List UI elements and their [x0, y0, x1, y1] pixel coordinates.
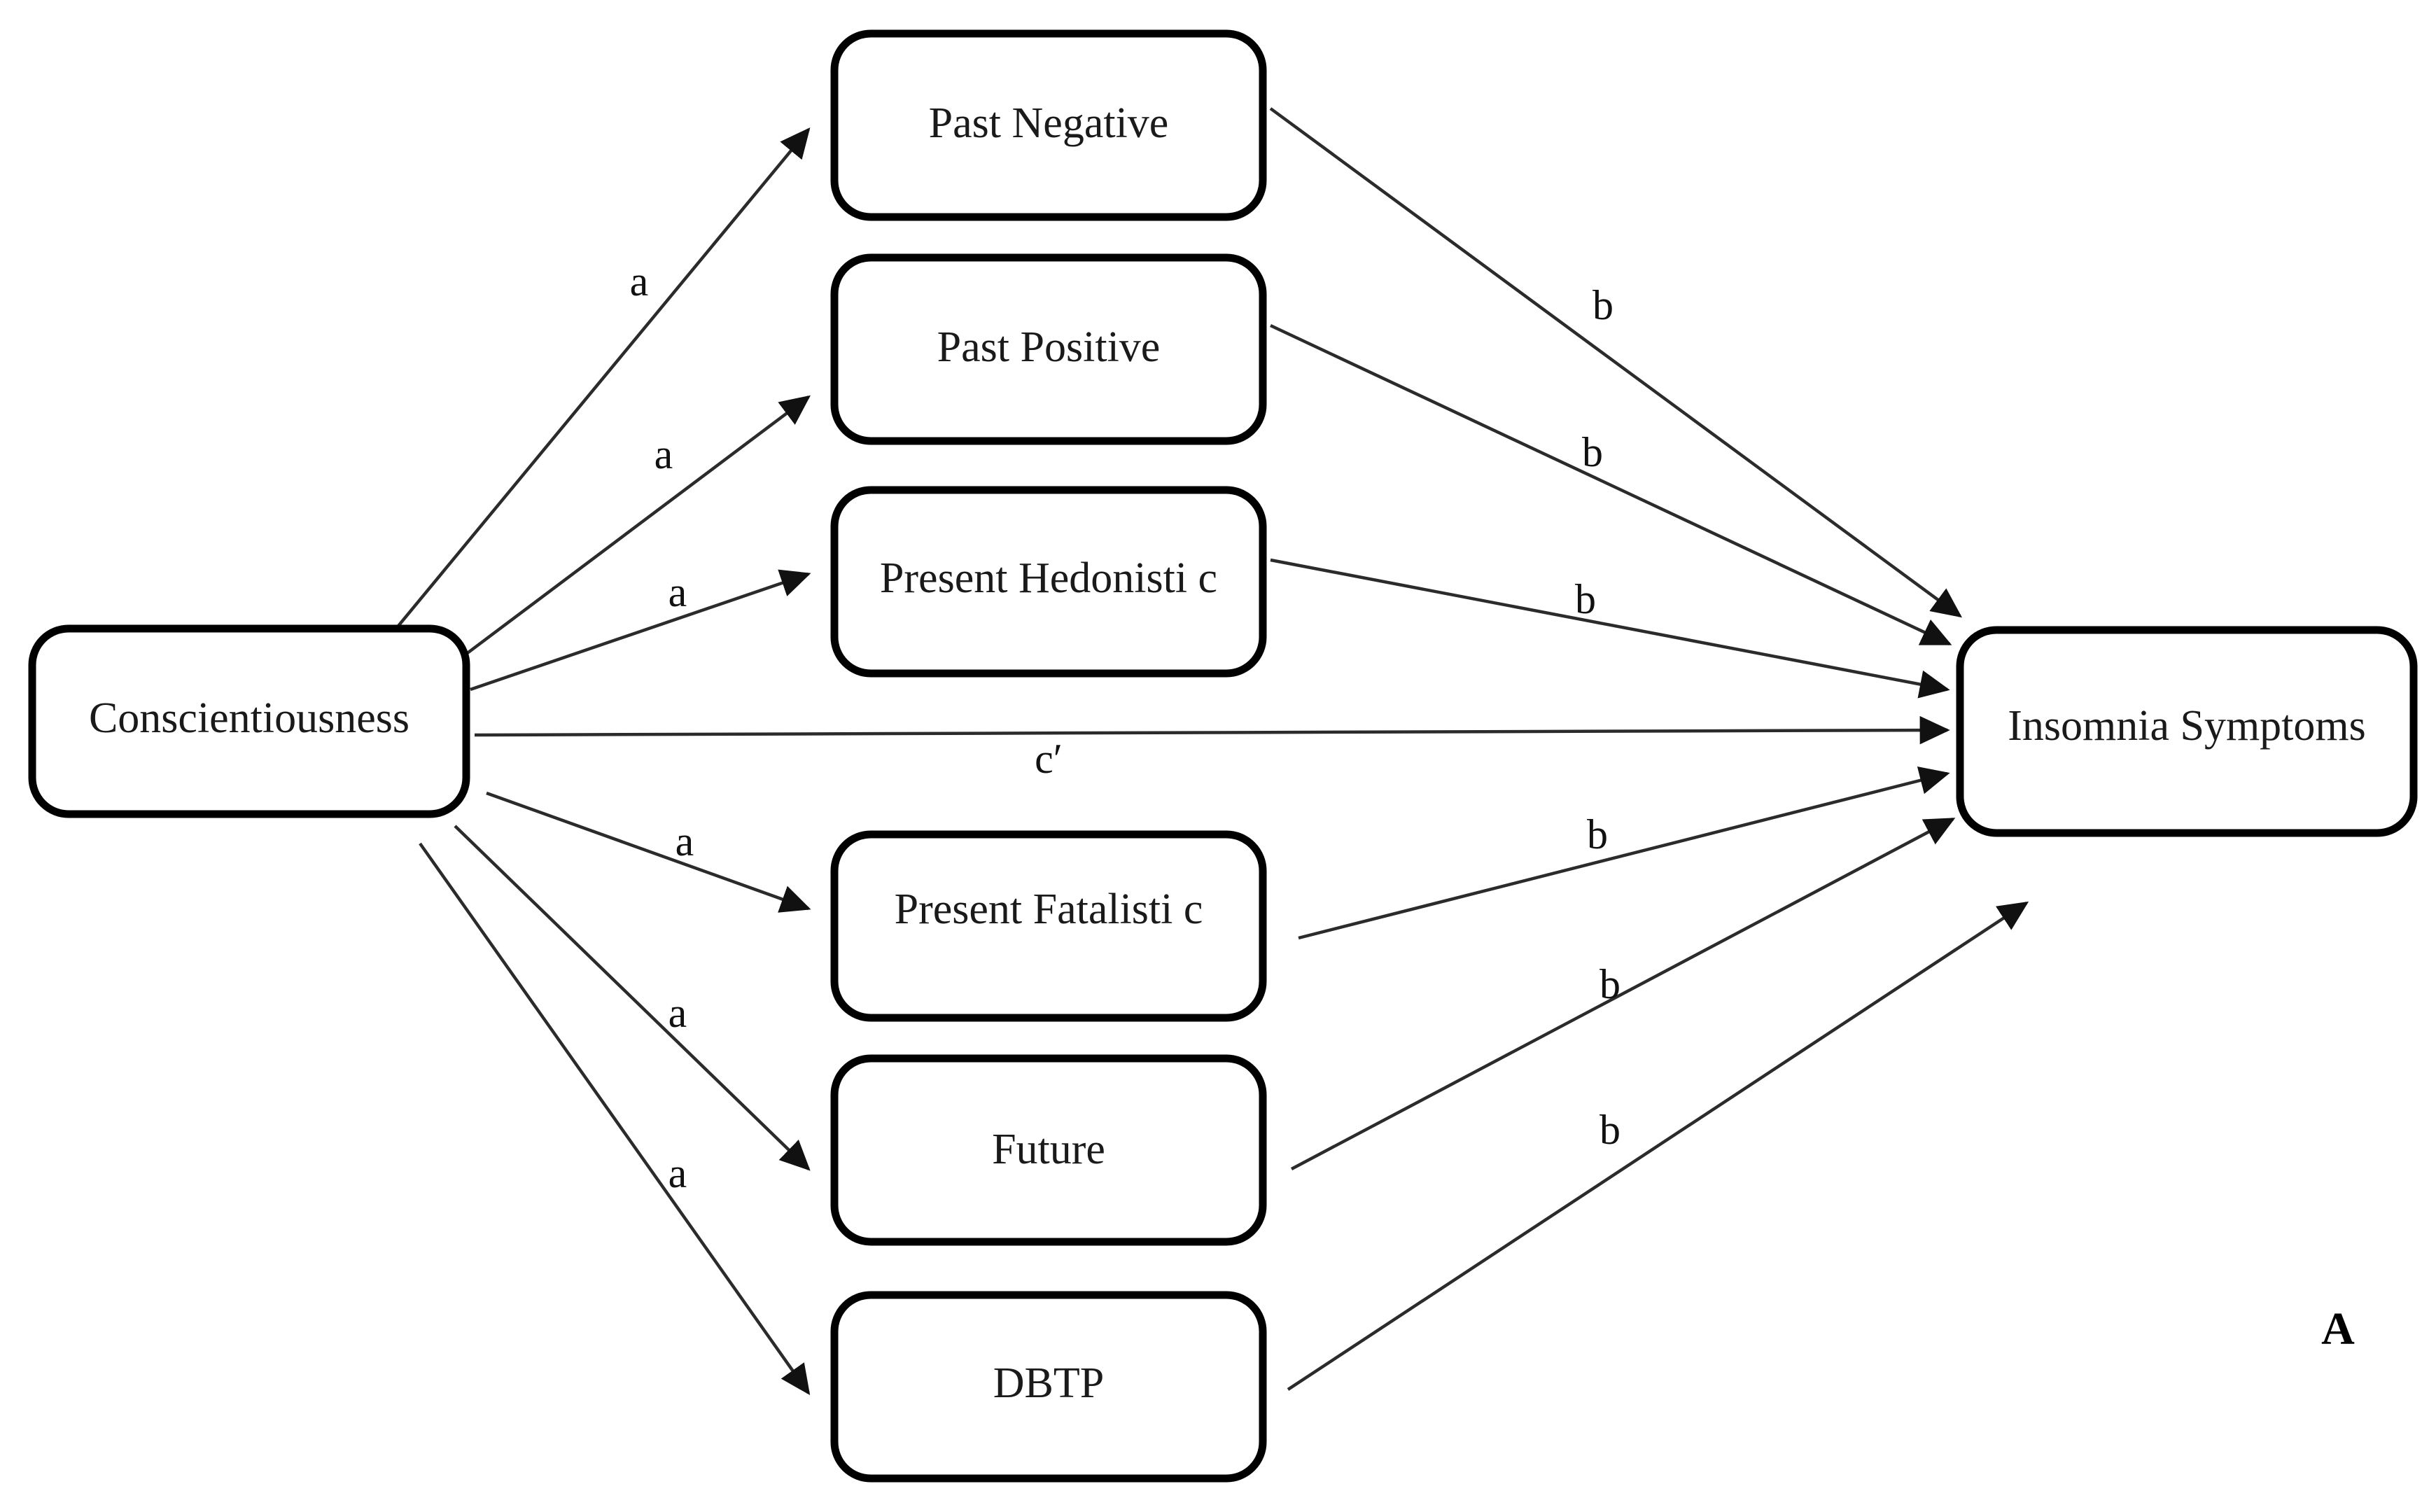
b-path-group — [1269, 107, 2029, 1391]
b-path-label-past-positive: b — [1582, 429, 1603, 475]
panel-label-a: A — [2321, 1303, 2355, 1354]
node-dbtp-box[interactable] — [830, 1291, 1267, 1483]
a-path-label-future: a — [668, 990, 687, 1036]
a-label-group: a a a a a a — [630, 258, 694, 1196]
a-path-group — [391, 127, 811, 1396]
node-present-hedonistic-label: Present Hedonisti c — [880, 554, 1217, 602]
a-path-line-future — [454, 825, 811, 1171]
node-conscientiousness-box[interactable] — [28, 624, 470, 818]
node-future-label: Future — [992, 1126, 1105, 1173]
node-future-box[interactable] — [830, 1054, 1267, 1246]
direct-path-label: c′ — [1035, 736, 1063, 782]
b-path-line-past-negative — [1269, 107, 1963, 618]
b-path-label-present-hedonistic: b — [1575, 576, 1596, 622]
a-path-line-past-positive — [464, 395, 811, 656]
node-past-negative-box[interactable] — [830, 29, 1267, 221]
a-path-label-past-negative: a — [630, 258, 649, 304]
node-present-hedonistic-box[interactable] — [830, 486, 1267, 678]
node-dbtp-label: DBTP — [993, 1359, 1104, 1407]
node-insomnia-symptoms-box[interactable] — [1956, 626, 2418, 837]
a-path-label-present-fatalistic: a — [676, 818, 694, 864]
b-path-label-present-fatalistic: b — [1587, 811, 1608, 858]
node-conscientiousness[interactable]: Conscientiousness — [28, 624, 470, 818]
a-path-line-present-hedonistic — [470, 569, 811, 692]
a-path-label-past-positive: a — [654, 431, 673, 477]
b-path-line-present-hedonistic — [1270, 558, 1950, 699]
a-path-label-present-hedonistic: a — [668, 569, 687, 615]
node-present-fatalistic-label: Present Fatalisti c — [895, 886, 1203, 933]
node-dbtp[interactable]: DBTP — [830, 1291, 1267, 1483]
b-path-line-past-positive — [1270, 323, 1952, 646]
b-path-label-future: b — [1600, 961, 1620, 1007]
node-past-positive-label: Past Positive — [937, 323, 1161, 371]
node-present-fatalistic[interactable]: Present Fatalisti c — [830, 830, 1267, 1022]
node-past-negative[interactable]: Past Negative — [830, 29, 1267, 221]
node-past-positive-box[interactable] — [830, 253, 1267, 445]
b-path-label-past-negative: b — [1592, 282, 1614, 328]
node-insomnia-symptoms[interactable]: Insomnia Symptoms — [1956, 626, 2418, 837]
a-path-label-dbtp: a — [668, 1150, 687, 1196]
node-past-positive[interactable]: Past Positive — [830, 253, 1267, 445]
node-insomnia-symptoms-label: Insomnia Symptoms — [2008, 702, 2366, 750]
b-path-label-dbtp: b — [1600, 1107, 1620, 1153]
node-present-hedonistic[interactable]: Present Hedonisti c — [830, 486, 1267, 678]
b-label-group: b b b b b b — [1575, 282, 1620, 1153]
node-past-negative-label: Past Negative — [929, 99, 1169, 147]
direct-path-line — [474, 715, 1950, 745]
b-path-line-dbtp — [1287, 901, 2029, 1391]
node-conscientiousness-label: Conscientiousness — [89, 694, 410, 742]
a-path-line-dbtp — [419, 842, 811, 1396]
node-future[interactable]: Future — [830, 1054, 1267, 1246]
node-present-fatalistic-box[interactable] — [830, 830, 1267, 1022]
b-path-line-present-fatalistic — [1298, 766, 1950, 940]
b-path-line-future — [1290, 818, 1956, 1170]
a-path-line-past-negative — [391, 127, 811, 635]
a-path-line-present-fatalistic — [486, 791, 811, 913]
